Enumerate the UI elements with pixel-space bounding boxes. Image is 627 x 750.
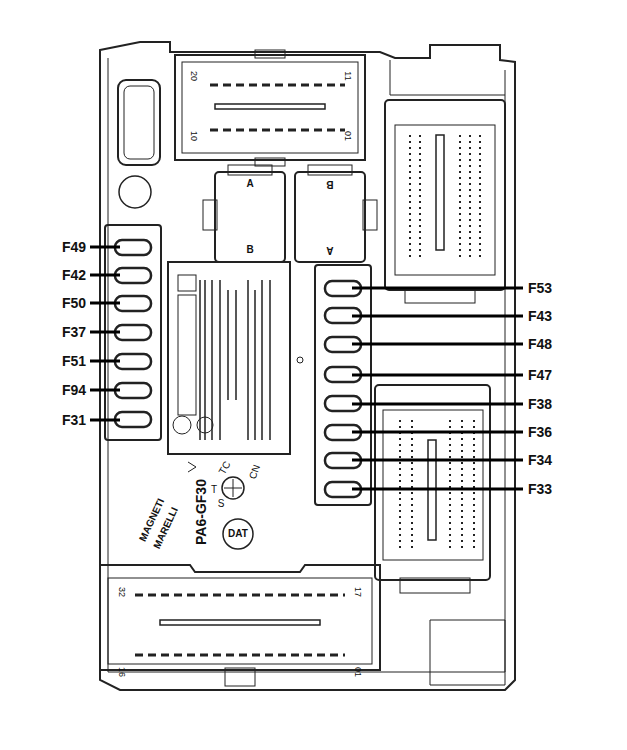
connector-letter: A	[326, 245, 333, 255]
fuse-label: F94	[62, 383, 86, 397]
symbol-letter: TC	[217, 460, 232, 477]
fuse-label: F48	[528, 337, 552, 351]
fuse-label: F36	[528, 425, 552, 439]
symbol-letter: CN	[248, 463, 262, 480]
fuse-label: F47	[528, 368, 552, 382]
fuse-label: F51	[62, 354, 86, 368]
fuse-label: F37	[62, 325, 86, 339]
connector-letter: B	[326, 179, 333, 189]
pin-number: 11	[343, 71, 352, 80]
pin-number: 01	[343, 131, 352, 141]
fuse-label: F34	[528, 453, 552, 467]
symbol-letter: S	[218, 499, 225, 509]
pin-number: 17	[353, 587, 362, 597]
fuse-label: F43	[528, 309, 552, 323]
pin-number: 20	[189, 71, 198, 81]
fuse-label: F33	[528, 482, 552, 496]
material-mark: PA6-GF30	[194, 479, 208, 545]
symbol-letter: T	[211, 485, 217, 495]
connector-letter: B	[246, 245, 253, 255]
date-mark: DAT	[228, 529, 248, 539]
connector-letter: A	[246, 179, 253, 189]
pin-number: 32	[117, 587, 126, 597]
fuse-label: F53	[528, 281, 552, 295]
fuse-label: F31	[62, 413, 86, 427]
fuse-label: F50	[62, 296, 86, 310]
fuse-label: F42	[62, 268, 86, 282]
fuse-label: F49	[62, 240, 86, 254]
fuse-label: F38	[528, 397, 552, 411]
pin-number: 01	[353, 667, 362, 677]
pin-number: 10	[189, 131, 198, 141]
pin-number: 16	[117, 667, 126, 677]
